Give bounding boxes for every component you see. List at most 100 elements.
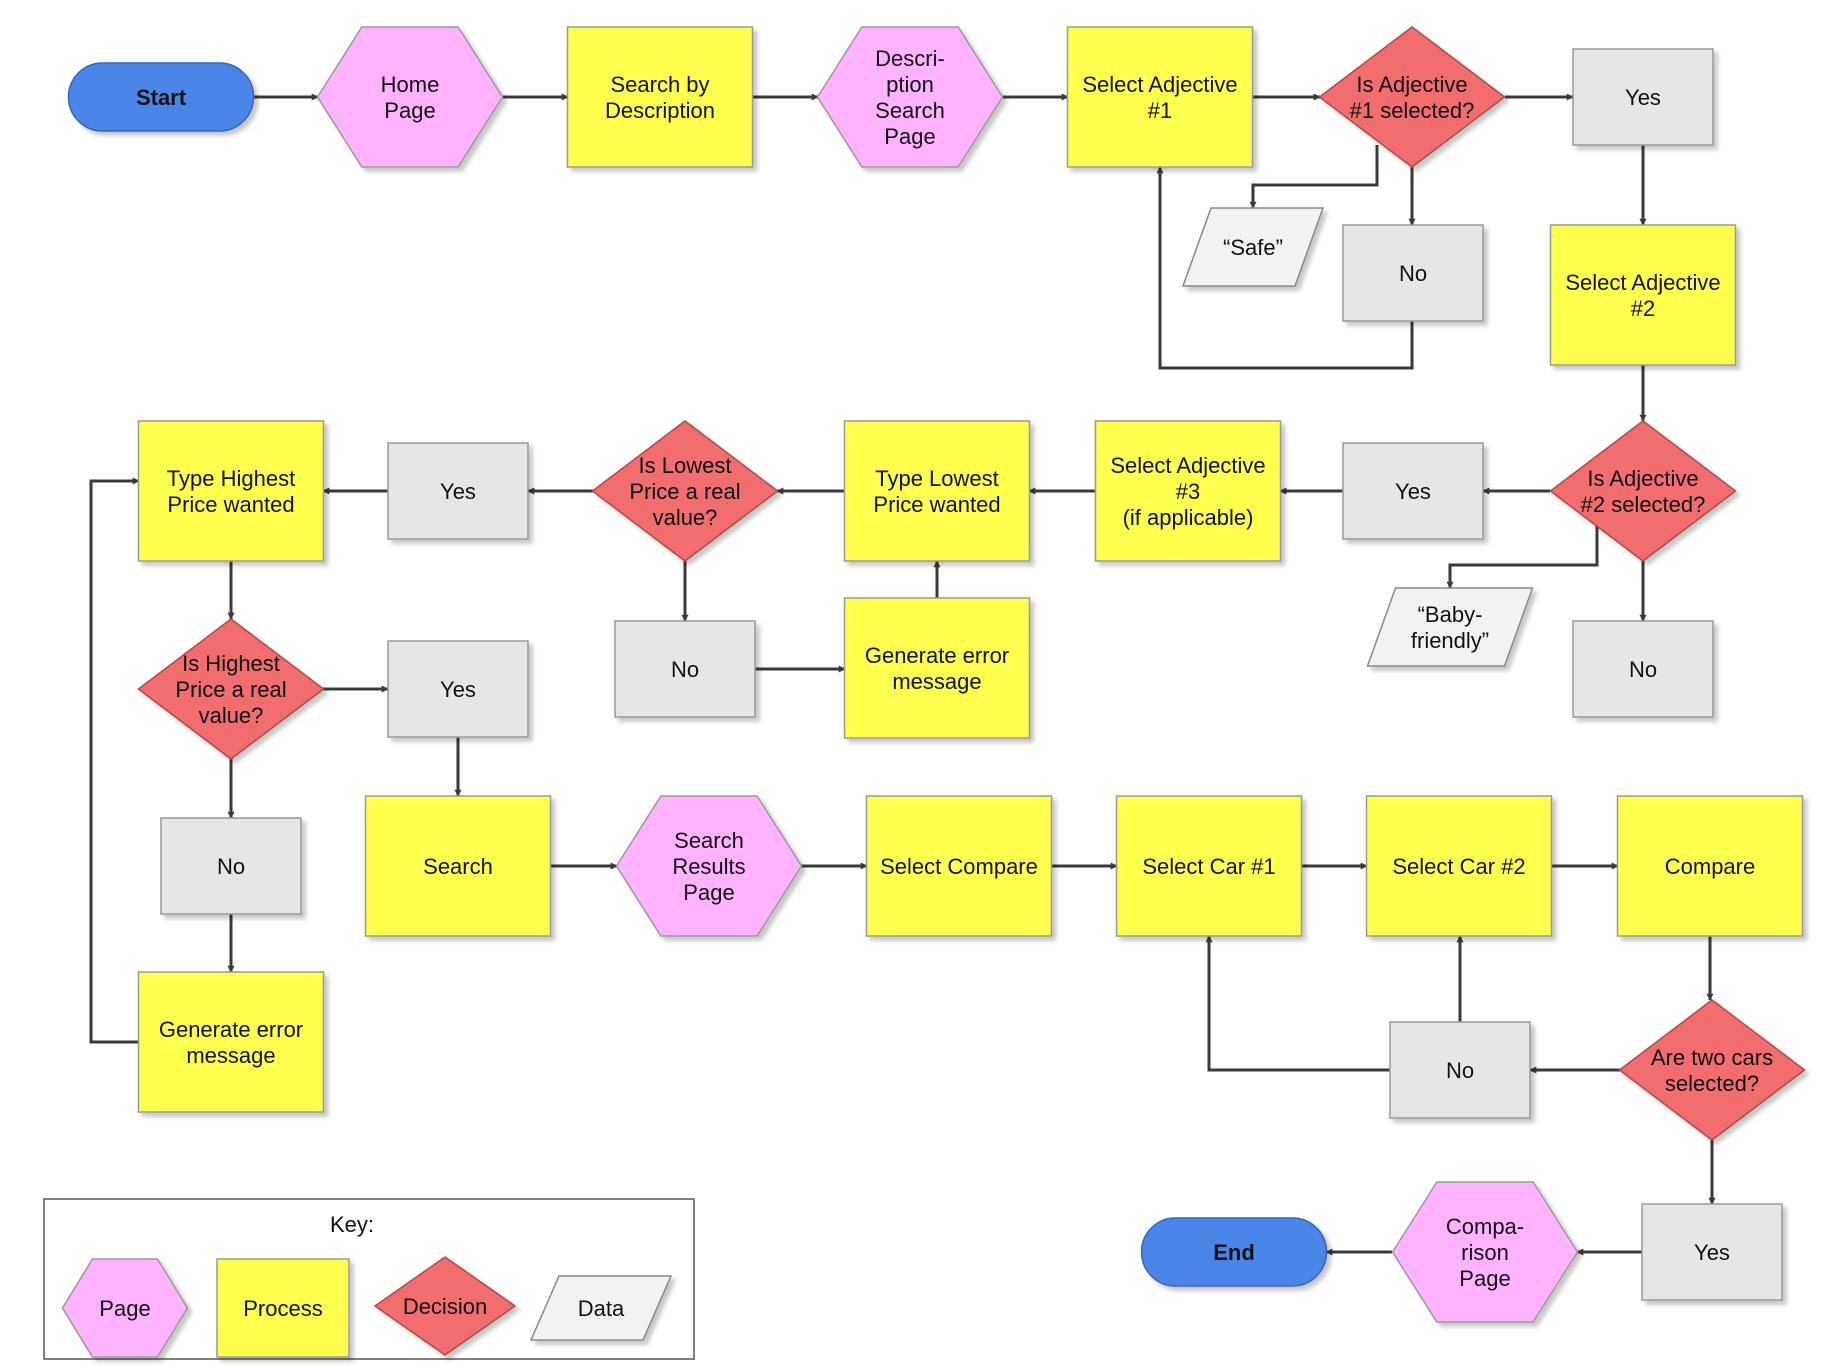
node-label: Select Compare: [880, 854, 1038, 879]
node-shape: [1140, 1217, 1328, 1287]
node-key-decision: Decision: [373, 1256, 517, 1356]
node-label: Yes: [1395, 479, 1431, 504]
node-key-process: Process: [216, 1258, 350, 1358]
node-shape: [816, 26, 1004, 168]
node-key-page: Page: [61, 1258, 189, 1358]
node-shape: [843, 597, 1031, 739]
node-shape: [566, 26, 754, 168]
node-shape: [1618, 999, 1806, 1141]
node-no-2: No: [1572, 620, 1714, 718]
connector-arrow: [89, 477, 140, 1044]
node-shape: [67, 62, 255, 132]
node-shape: [1181, 207, 1325, 287]
node-shape: [373, 1256, 517, 1356]
node-shape: [1549, 420, 1737, 562]
node-shape: [1572, 48, 1714, 146]
node-yes-3: Yes: [387, 442, 529, 540]
node-select-adjective-2: Select Adjective#2: [1549, 224, 1737, 366]
node-label: Yes: [440, 677, 476, 702]
node-yes-5: Yes: [1641, 1203, 1783, 1301]
node-shape: [615, 795, 803, 937]
node-label: Compare: [1665, 854, 1755, 879]
node-shape: [1318, 26, 1506, 168]
node-label: Select Adjective#2: [1565, 270, 1720, 321]
node-shape: [1094, 420, 1282, 562]
node-label: No: [1446, 1058, 1474, 1083]
node-label: Select Adjective#3(if applicable): [1110, 453, 1265, 530]
node-yes-1: Yes: [1572, 48, 1714, 146]
node-shape: [1066, 26, 1254, 168]
node-shape: [216, 1258, 350, 1358]
connector-arrow: [1446, 526, 1599, 589]
node-label: No: [671, 657, 699, 682]
node-baby-friendly-data: “Baby-friendly”: [1366, 587, 1534, 667]
node-no-3: No: [614, 620, 756, 718]
node-no-1: No: [1342, 224, 1484, 322]
node-shape: [137, 420, 325, 562]
node-label: “Safe”: [1223, 235, 1283, 260]
node-shape: [865, 795, 1053, 937]
node-shape: [1115, 795, 1303, 937]
node-start: Start: [67, 62, 255, 132]
node-shape: [61, 1258, 189, 1358]
node-shape: [137, 618, 325, 760]
connector-arrow: [1156, 166, 1414, 370]
node-shape: [1641, 1203, 1783, 1301]
node-select-car-1: Select Car #1: [1115, 795, 1303, 937]
node-yes-2: Yes: [1342, 442, 1484, 540]
node-compare: Compare: [1616, 795, 1804, 937]
node-safe-data: “Safe”: [1181, 207, 1325, 287]
node-shape: [1391, 1181, 1579, 1323]
node-shape: [316, 26, 504, 168]
node-shape: [1549, 224, 1737, 366]
node-shape: [1616, 795, 1804, 937]
node-shape: [387, 640, 529, 738]
node-shape: [1366, 587, 1534, 667]
node-label: Decision: [403, 1294, 487, 1319]
node-label: “Baby-friendly”: [1411, 602, 1489, 653]
node-label: Is Adjective#2 selected?: [1581, 466, 1706, 517]
connector-arrow: [1249, 145, 1379, 209]
node-select-car-2: Select Car #2: [1365, 795, 1553, 937]
key-title: Key:: [330, 1212, 374, 1237]
node-shape: [137, 971, 325, 1113]
connector-arrow: [1205, 935, 1390, 1072]
node-label: Is Adjective#1 selected?: [1350, 72, 1475, 123]
node-no-5: No: [1389, 1021, 1531, 1119]
node-label: Select Car #1: [1142, 854, 1275, 879]
node-label: Search: [423, 854, 493, 879]
node-label: Process: [243, 1296, 322, 1321]
node-is-adjective-1-selected: Is Adjective#1 selected?: [1318, 26, 1506, 168]
node-yes-4: Yes: [387, 640, 529, 738]
node-shape: [1365, 795, 1553, 937]
node-search: Search: [364, 795, 552, 937]
node-select-adjective-1: Select Adjective#1: [1066, 26, 1254, 168]
node-shape: [1342, 442, 1484, 540]
node-end: End: [1140, 1217, 1328, 1287]
node-shape: [1572, 620, 1714, 718]
node-is-adjective-2-selected: Is Adjective#2 selected?: [1549, 420, 1737, 562]
node-shape: [591, 420, 779, 562]
node-shape: [614, 620, 756, 718]
